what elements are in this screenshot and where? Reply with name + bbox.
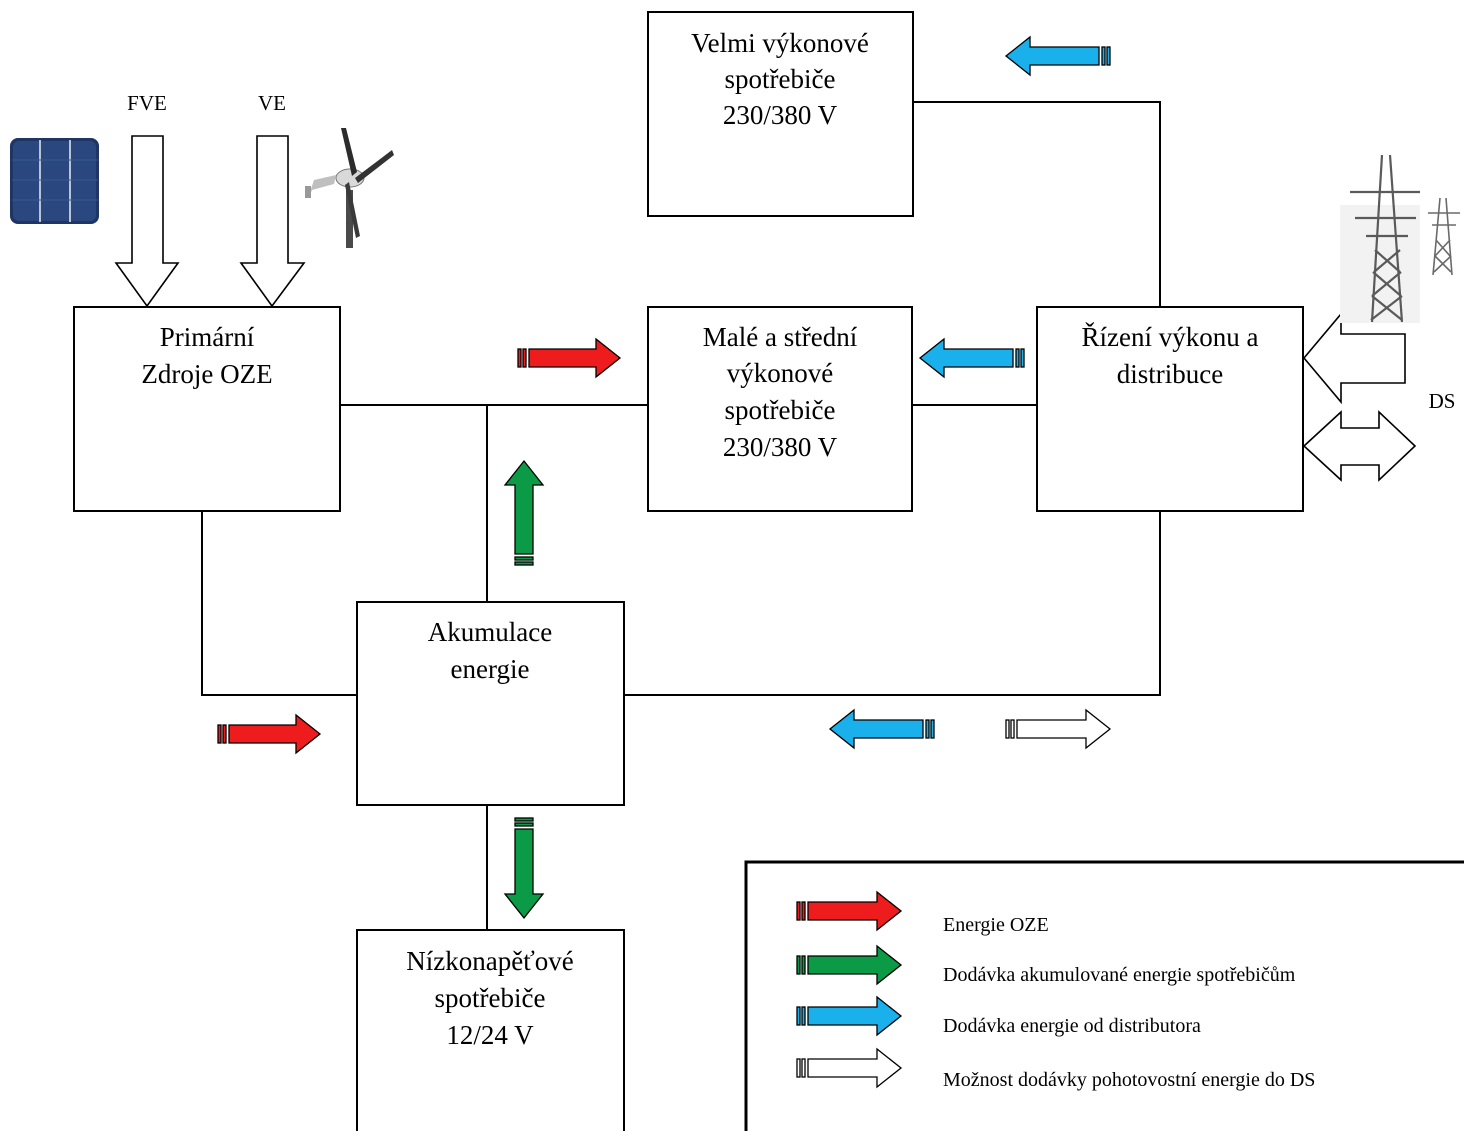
box-velmi-vykonove (647, 11, 914, 217)
line-velmi-rizeni (913, 101, 1161, 307)
connection-lines (201, 101, 1161, 930)
primarni-line-2: Zdroje OZE (141, 359, 272, 389)
accumulated-arrow-down (503, 817, 545, 920)
legend-label-distributor: Dodávka energie od distributora (943, 1015, 1201, 1037)
distributor-arrow-to-male (918, 337, 1025, 379)
velmi-line-2: spotřebiče (725, 64, 836, 94)
male-line-4: 230/380 V (723, 432, 838, 462)
accumulated-arrow-up (503, 459, 545, 566)
ds-label: DS (1429, 389, 1456, 413)
legend-arrows (796, 890, 903, 1089)
velmi-line-1: Velmi výkonové (691, 28, 869, 58)
input-arrows (114, 135, 1417, 482)
legend-labels: Energie OZE Dodávka akumulované energie … (943, 914, 1315, 1091)
box-primarni-zdroje (73, 306, 341, 512)
velmi-line-3: 230/380 V (723, 100, 838, 130)
legend-arrow-standby (796, 1047, 903, 1089)
flow-arrows (217, 35, 1112, 920)
distributor-arrow-to-velmi (1004, 35, 1111, 77)
wind-turbine-icon (305, 128, 394, 248)
male-line-1: Malé a střední (703, 322, 858, 352)
standby-arrow-to-ds (1005, 708, 1112, 750)
oze-arrow-to-male (517, 337, 622, 379)
oze-arrow-to-akumulace (217, 713, 322, 755)
ds-input-arrow (1302, 311, 1406, 405)
box-nizkonapetove (356, 929, 625, 1131)
primarni-line-1: Primární (160, 322, 255, 352)
nizko-line-2: spotřebiče (435, 983, 546, 1013)
line-primarni-akumulace (201, 511, 357, 696)
boxes (73, 11, 1304, 1131)
legend-label-accumulated: Dodávka akumulované energie spotřebičům (943, 964, 1296, 986)
box-akumulace (356, 601, 625, 806)
box-male-stredni (647, 306, 913, 512)
rizeni-line-2: distribuce (1117, 359, 1223, 389)
distributor-arrow-to-akumulace (828, 708, 935, 750)
nizko-line-1: Nízkonapěťové (406, 946, 573, 976)
ve-arrow (239, 135, 306, 308)
legend-arrow-oze (796, 890, 903, 932)
legend-arrow-distributor (796, 995, 903, 1037)
rizeni-line-1: Řízení výkonu a (1082, 322, 1259, 352)
male-line-2: výkonové (727, 358, 834, 388)
line-akumulace-rizeni (624, 511, 1161, 696)
akumulace-line-2: energie (451, 654, 530, 684)
legend-label-oze: Energie OZE (943, 914, 1049, 936)
box-texts: Velmi výkonové spotřebiče 230/380 V Prim… (141, 28, 1258, 1050)
ve-label: VE (258, 91, 286, 115)
akumulace-line-1: Akumulace (428, 617, 552, 647)
legend-arrow-accumulated (796, 944, 903, 986)
box-rizeni-vykonu (1036, 306, 1304, 512)
solar-panel-icon (10, 138, 99, 224)
fve-arrow (114, 135, 180, 308)
male-line-3: spotřebiče (725, 395, 836, 425)
nizko-line-3: 12/24 V (446, 1020, 534, 1050)
power-pylon-icon (1340, 154, 1460, 323)
fve-label: FVE (127, 91, 167, 115)
input-labels: FVE VE DS (127, 91, 1455, 413)
ds-bidirectional-arrow (1302, 410, 1417, 482)
legend-label-standby: Možnost dodávky pohotovostní energie do … (943, 1069, 1315, 1091)
